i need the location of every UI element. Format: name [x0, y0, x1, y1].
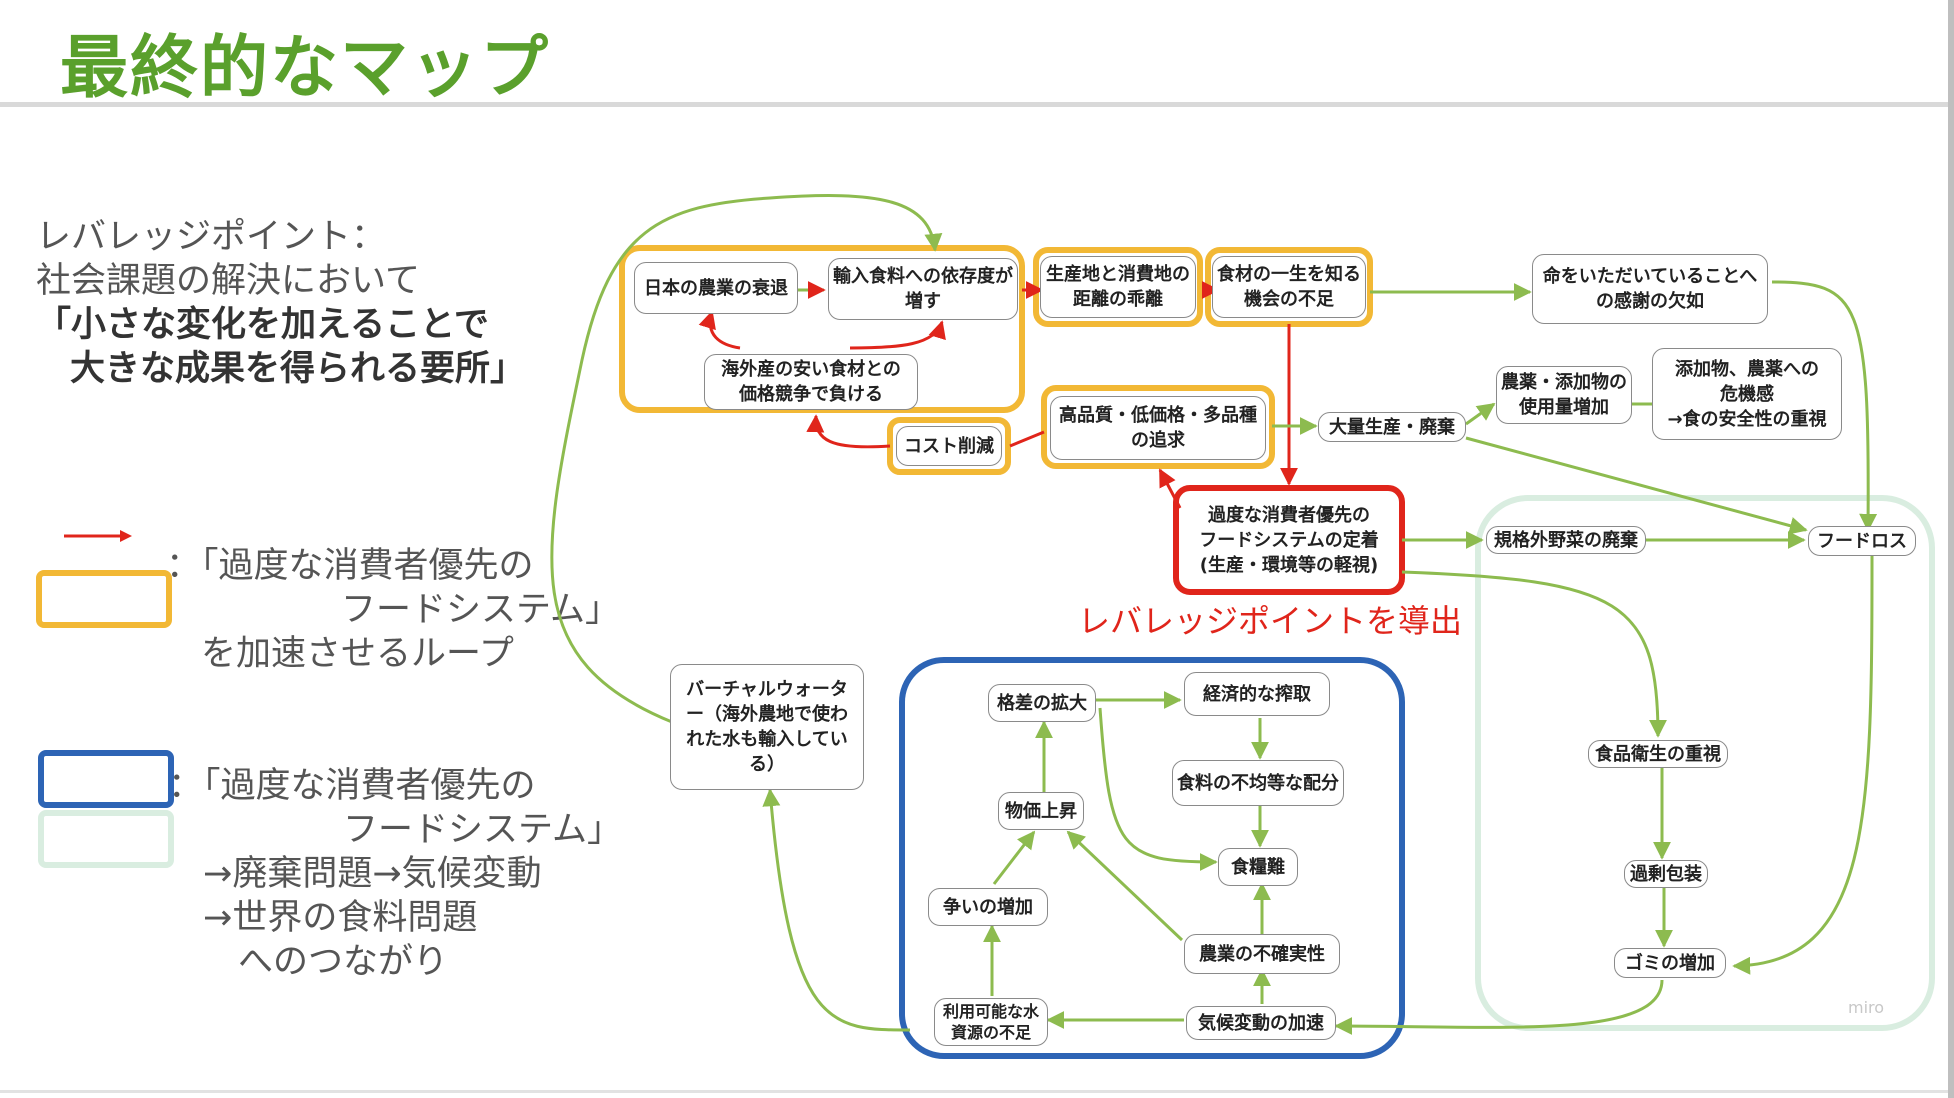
node-kikakugai: 規格外野菜の廃棄 [1486, 526, 1646, 554]
node-kado: 過度な消費者優先の フードシステムの定着 (生産・環境等の軽視) [1184, 494, 1394, 586]
arrow-kakusa-to-shokuryonan [1098, 707, 1218, 871]
leverage-line-3: 「小さな変化を加えることで [36, 305, 489, 345]
leverage-line-2: 社会課題の解決において [36, 261, 420, 301]
arrow-kaigai-to-nihon [698, 310, 741, 350]
node-fukinto: 食料の不均等な配分 [1172, 760, 1344, 806]
node-koushitsu: 高品質・低価格・多品種 の追求 [1050, 396, 1266, 460]
arrow-mizu-to-virtual [762, 788, 911, 1032]
node-bukka: 物価上昇 [998, 792, 1084, 830]
arrow-arasoi-to-bukka [992, 830, 1036, 885]
mint-loop-box [1475, 495, 1935, 1031]
leverage-definition: レバレッジポイント： 社会課題の解決において 「小さな変化を加えることで 大きな… [36, 215, 525, 391]
node-yunyu: 輸入食料への依存度が 増す [828, 258, 1018, 320]
node-mizu: 利用可能な水 資源の不足 [934, 998, 1048, 1046]
arrow-cost-to-kaigai [806, 414, 891, 449]
legend-blue-text: ：「過度な消費者優先の フードシステム」 →廃棄問題→気候変動 →世界の食料問題… [168, 766, 622, 982]
node-tenkabutsu: 添加物、農薬への 危機感 →食の安全性の重視 [1652, 348, 1842, 440]
arrow-foodloss-to-gomi [1732, 555, 1874, 975]
node-cost: コスト削減 [896, 426, 1002, 466]
node-keizai: 経済的な搾取 [1184, 672, 1330, 716]
arrow-tairyo-to-foodloss [1465, 436, 1808, 535]
arrow-kado-to-eisei [1401, 570, 1667, 738]
node-inochi: 命をいただいていることへ の感謝の欠如 [1532, 254, 1768, 324]
legend-yellow-text: ：「過度な消費者優先の フードシステム」 を加速させるループ [166, 546, 620, 674]
node-noyaku: 農薬・添加物の 使用量増加 [1496, 366, 1632, 424]
node-gomi: ゴミの増加 [1614, 948, 1726, 978]
yellow-loop-box-1 [619, 245, 1025, 413]
node-tairyo: 大量生産・廃棄 [1318, 412, 1466, 442]
arrow-gomi-to-kiko [1334, 979, 1664, 1036]
arrow-koushitsu-to-cost [1009, 430, 1045, 448]
bottom-divider [0, 1090, 1954, 1093]
legend-yellow-swatch [36, 570, 172, 628]
legend-red-arrow-icon [64, 530, 132, 542]
node-fukakujitsu: 農業の不確実性 [1184, 934, 1340, 974]
miro-watermark: miro [1848, 998, 1885, 1017]
leverage-point-label: レバレッジポイントを導出 [1078, 602, 1463, 640]
leverage-line-1: レバレッジポイント： [36, 217, 387, 257]
arrow-inochi-to-foodloss [1771, 280, 1878, 532]
node-eisei: 食品衛生の重視 [1588, 740, 1728, 768]
arrow-fukakujitsu-to-bukka [1066, 830, 1184, 942]
arrow-kaigai-to-yunyu [849, 320, 946, 350]
title-divider [0, 102, 1954, 107]
legend-mint-swatch [38, 810, 174, 868]
blue-loop-box [899, 657, 1405, 1059]
node-kiko: 気候変動の加速 [1186, 1006, 1336, 1040]
node-arasoi: 争いの増加 [928, 888, 1048, 926]
node-kajo: 過剰包装 [1624, 860, 1708, 888]
node-seisanchi: 生産地と消費地の 距離の乖離 [1040, 256, 1196, 318]
node-virtual: バーチャルウォータ ー（海外農地で使わ れた水も輸入してい る） [670, 664, 864, 790]
legend-blue-swatch [38, 750, 174, 808]
arrow-tairyo-to-noyaku [1465, 402, 1496, 426]
arrow-virtual-to-yunyu [550, 194, 943, 724]
node-shokuzai: 食材の一生を知る 機会の不足 [1212, 256, 1366, 318]
node-nihon: 日本の農業の衰退 [634, 262, 798, 314]
page-title: 最終的なマップ [60, 29, 551, 108]
arrow-kado-to-koushitsu [1158, 468, 1182, 509]
node-kakusa: 格差の拡大 [988, 684, 1096, 722]
node-shokuryonan: 食糧難 [1218, 848, 1298, 886]
node-foodloss: フードロス [1808, 526, 1916, 556]
node-kaigai: 海外産の安い食材との 価格競争で負ける [704, 354, 918, 410]
leverage-line-4: 大きな成果を得られる要所」 [70, 349, 526, 389]
right-edge-bar [1948, 0, 1954, 1098]
